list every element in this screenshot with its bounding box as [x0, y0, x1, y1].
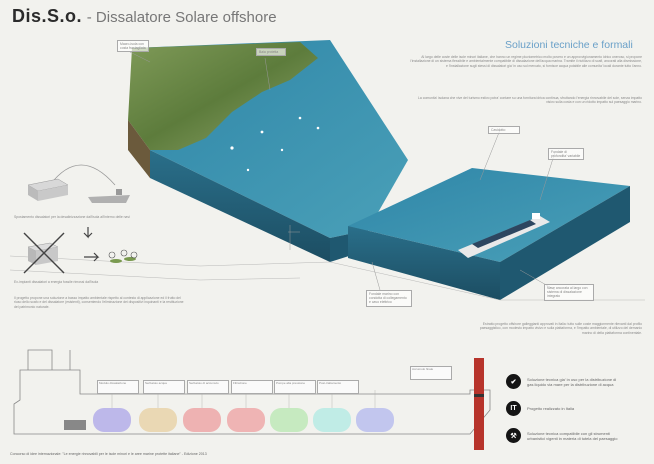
callout-bay: Baia protetta	[256, 48, 286, 57]
ship-label-3: Serbatoio di accumulo	[187, 380, 229, 394]
callout-ship: Nave ancorata al largo con sistema di di…	[544, 284, 594, 301]
callout-depth: Fondale di profondita' variabile	[548, 148, 584, 161]
footer-credit: Concorso di idee internazionale: "Le ene…	[10, 452, 207, 456]
legend-item-check: ✔ Soluzione tecnica gia' in uso per la d…	[506, 374, 619, 389]
legend-text: Progetto realizzato in Italia	[527, 406, 575, 411]
ship-label-7: Accumulo finale	[410, 366, 452, 380]
red-pole	[474, 358, 484, 450]
ship-label-2: Serbatoio acqua	[143, 380, 185, 394]
callout-coast: Macro-isola con costa frastagliata	[117, 40, 149, 53]
legend-text: Soluzione tecnica compatibile con gli st…	[527, 430, 618, 441]
engine-block	[64, 420, 86, 430]
sea-side-front	[150, 150, 330, 262]
island-block	[128, 40, 408, 262]
ship-section-diagram	[13, 349, 491, 450]
left-caption-2: Ex-impianti dissalatori a energia fossil…	[14, 280, 99, 284]
offshore-block	[348, 168, 630, 300]
gavel-icon: ⚒	[506, 428, 521, 443]
right-paragraph: Estratto progetto offshore galleggianti …	[479, 322, 642, 335]
island-terrain	[128, 42, 318, 150]
offshore-side-front	[348, 226, 500, 300]
terrain-side	[128, 120, 150, 178]
page-title: Dis.S.o. - Dissalatore Solare offshore	[12, 6, 277, 27]
left-caption-1: Spostamento dissalatori per la desaliniz…	[14, 215, 130, 219]
section-title: Soluzioni tecniche e formali	[505, 39, 633, 51]
second-paragraph: La comunita' isolana che vive del turism…	[418, 96, 642, 105]
legend-item-italy: IT Progetto realizzato in Italia	[506, 401, 619, 416]
callout-seabed: Fondale marino con condotta di collegame…	[366, 290, 412, 307]
left-paragraph: Il progetto propone una soluzione a bass…	[14, 296, 184, 309]
ship-label-5: Pompe alta pressione	[274, 380, 316, 394]
italy-icon: IT	[506, 401, 521, 416]
ship-label-6: Post-trattamento	[317, 380, 359, 394]
legend-item-gavel: ⚒ Soluzione tecnica compatibile con gli …	[506, 428, 619, 443]
brand-name: Dis.S.o.	[12, 6, 83, 26]
offshore-sea-surface	[348, 168, 630, 262]
page-subtitle: - Dissalatore Solare offshore	[86, 9, 277, 26]
ship-label-1: Modulo dissalazione	[97, 380, 139, 394]
offshore-side-right	[500, 186, 630, 300]
process-diagram	[23, 164, 138, 274]
ship-tanks	[93, 408, 394, 432]
check-icon: ✔	[506, 374, 521, 389]
legend-text: Soluzione tecnica gia' in uso per la dis…	[527, 376, 617, 387]
callout-cable: Cavidotto	[488, 126, 520, 135]
intro-paragraph: Al largo delle coste delle isole minori …	[410, 55, 642, 68]
ship-label-4: Filtrazione	[231, 380, 273, 394]
